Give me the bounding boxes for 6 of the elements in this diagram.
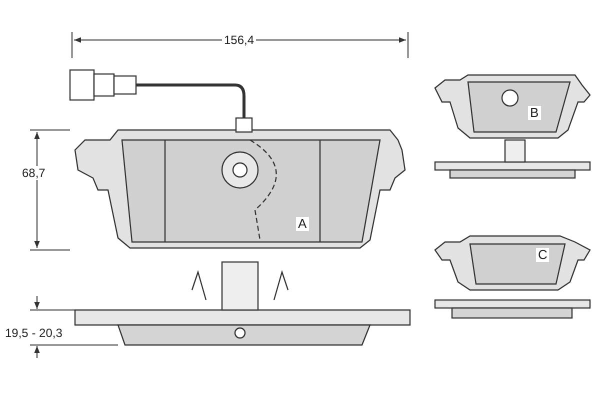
dimension-label: 19,5 - 20,3 (3, 326, 64, 340)
dimension-label: 156,4 (222, 33, 256, 47)
callout-letter: A (296, 217, 309, 231)
callout-letter: C (536, 248, 550, 262)
dimension-label: 68,7 (20, 166, 48, 180)
callout-letter: B (528, 106, 541, 120)
